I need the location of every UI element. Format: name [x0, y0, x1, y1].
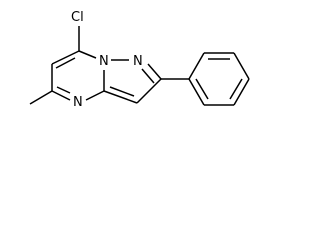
bond-c7-c6 — [51, 50, 80, 65]
bond-c5-n4-inner — [56, 86, 71, 94]
bond-n1-c2 — [147, 63, 162, 80]
atom-labels: Cl N N N — [71, 10, 143, 110]
bond-ph6-ph1-inner — [195, 78, 209, 100]
substituent-bonds — [29, 26, 189, 105]
bond-c5-n4 — [51, 90, 71, 101]
bond-ph4-ph5 — [233, 78, 250, 106]
bond-c7-c6-inner — [55, 57, 76, 69]
pyrimidine-ring-bonds — [51, 50, 105, 101]
bond-c3-c3a-inner — [109, 86, 135, 97]
bond-c5-methyl — [29, 90, 53, 105]
atom-label-nitrogen-bridge: N — [99, 54, 109, 69]
atom-label-nitrogen-pyrazole: N — [133, 54, 143, 69]
pyrazole-ring-bonds — [103, 59, 162, 104]
chemical-structure-diagram: Cl N N N — [29, 10, 250, 110]
bond-ph6-ph1 — [188, 78, 205, 106]
bond-ph4-ph5-inner — [229, 78, 243, 100]
bond-c3-c3a — [103, 90, 138, 104]
bond-n4-c3a — [85, 90, 105, 101]
bond-c2-c3 — [136, 78, 162, 104]
bond-ph1-ph2 — [188, 52, 205, 80]
bond-n1-c2-inner — [141, 68, 155, 84]
atom-label-nitrogen-pyrimidine: N — [73, 95, 83, 110]
phenyl-ring-bonds — [188, 52, 250, 106]
bond-ph3-ph4 — [233, 52, 250, 80]
atom-label-chlorine: Cl — [71, 10, 84, 25]
bond-n7a-c7 — [78, 50, 97, 59]
